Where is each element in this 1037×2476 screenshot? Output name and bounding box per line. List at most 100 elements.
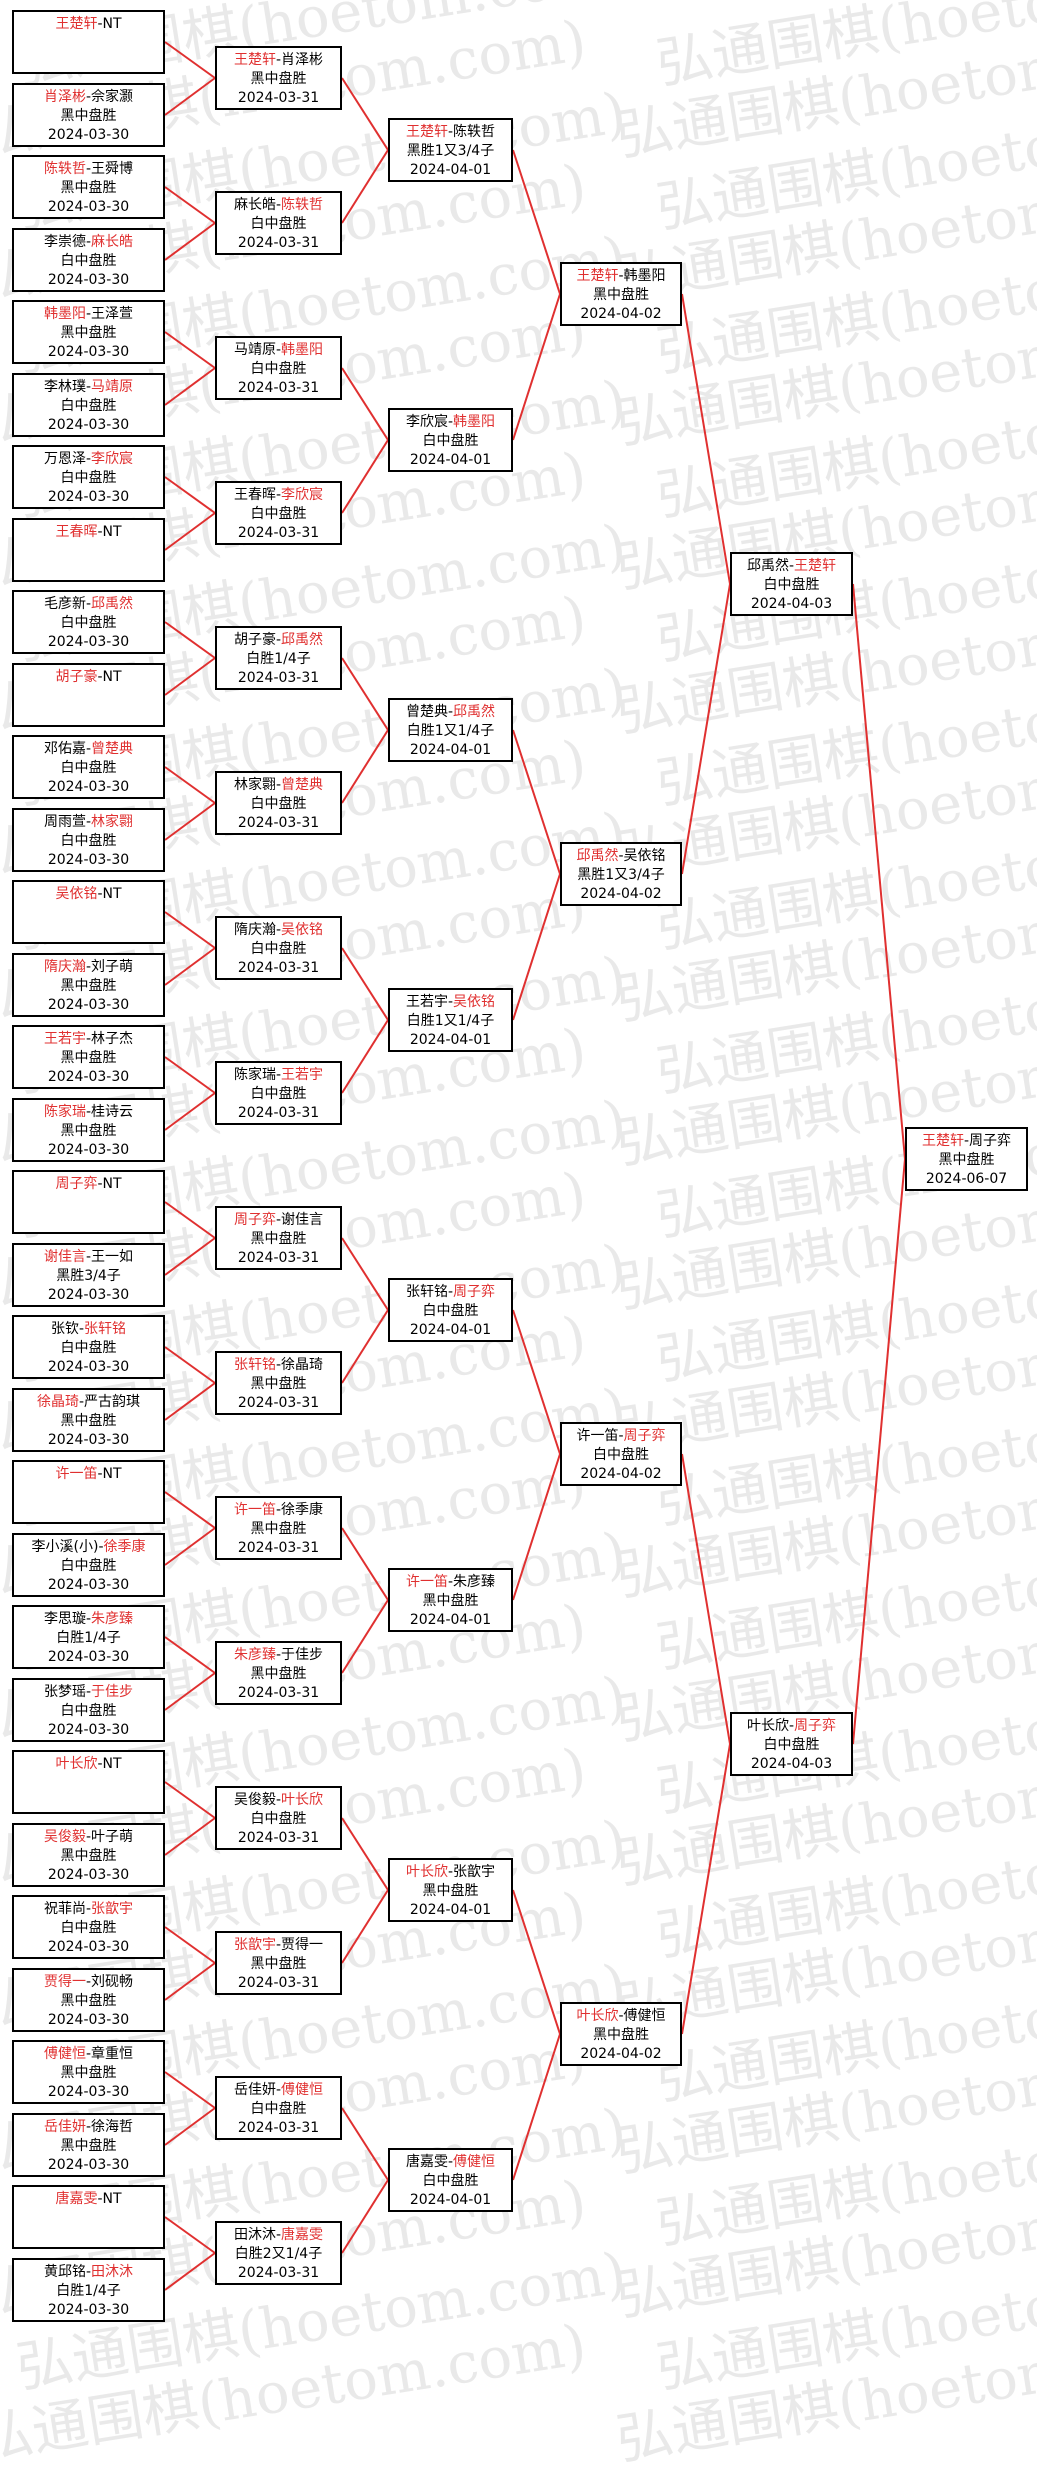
bracket-connector <box>164 331 216 369</box>
winner-name: 傅健恒 <box>281 2082 324 2098</box>
player-separator: - <box>275 1647 282 1663</box>
player-separator: - <box>85 306 92 322</box>
bracket-connector <box>164 186 216 224</box>
match-players: 毛彦新-邱禹然 <box>14 595 163 614</box>
player-name: 张钦 <box>50 1321 79 1337</box>
match-date: 2024-03-30 <box>47 489 130 505</box>
winner-name: 王楚轩 <box>233 52 276 68</box>
match-date: 2024-03-30 <box>47 1359 130 1375</box>
bracket-connector <box>681 293 731 585</box>
player-separator: - <box>618 2008 624 2024</box>
player-name: 周雨萱 <box>43 814 86 830</box>
match-date: 2024-03-30 <box>47 779 130 795</box>
bracket-connector <box>164 1672 216 1711</box>
player-separator: - <box>97 1176 103 1192</box>
bracket-connector <box>164 1926 216 1964</box>
match-players: 叶长欣-傅健恒 <box>562 2007 680 2026</box>
player-separator: - <box>97 886 103 902</box>
bracket-connector <box>341 2179 389 2254</box>
player-separator: - <box>85 2264 92 2280</box>
bracket-connector <box>512 1889 561 2035</box>
match-date: 2024-03-31 <box>237 1250 320 1266</box>
match-result: 黑中盘胜 <box>250 1231 307 1247</box>
bracket-connector <box>341 439 389 514</box>
match-date: 2024-03-30 <box>47 272 130 288</box>
player-separator: - <box>788 558 795 574</box>
player-separator: - <box>97 1756 103 1772</box>
player-name: 佘家灏 <box>91 89 134 105</box>
match-box: 王春晖-NT <box>12 518 165 582</box>
match-players: 肖泽彬-佘家灏 <box>14 88 163 107</box>
match-result: 黑中盘胜 <box>60 1848 117 1864</box>
player-name: 林家翾 <box>233 777 276 793</box>
bracket-connector <box>512 729 561 875</box>
winner-name: 邱禹然 <box>281 632 324 648</box>
match-box: 王楚轩-NT <box>12 10 165 74</box>
winner-name: 张歆宇 <box>91 1901 134 1917</box>
bracket-connector <box>164 512 216 551</box>
player-separator: - <box>85 1031 92 1047</box>
winner-name: 韩墨阳 <box>281 342 324 358</box>
player-separator: - <box>97 1466 103 1482</box>
match-players: 王楚轩-韩墨阳 <box>562 267 680 286</box>
match-players: 万恩泽-李欣宸 <box>14 450 163 469</box>
winner-name: 曾楚典 <box>91 741 134 757</box>
bracket-connector <box>341 657 389 731</box>
match-date: 2024-03-31 <box>237 1395 320 1411</box>
bracket-connector <box>164 1491 216 1529</box>
match-result: 白中盘胜 <box>60 253 117 269</box>
match-date: 2024-03-30 <box>47 634 130 650</box>
match-players: 林家翾-曾楚典 <box>217 776 340 795</box>
match-result: 黑中盘胜 <box>60 1123 117 1139</box>
match-date: 2024-04-01 <box>409 1612 492 1628</box>
winner-name: 傅健恒 <box>453 2154 496 2170</box>
player-name: NT <box>102 2191 122 2207</box>
winner-name: 邱禹然 <box>453 704 496 720</box>
bracket-connector <box>164 657 216 696</box>
player-name: 严古韵琪 <box>84 1394 141 1410</box>
player-name: 吴依铭 <box>623 848 666 864</box>
winner-name: 吴依铭 <box>55 886 98 902</box>
player-name: NT <box>102 669 122 685</box>
player-name: 李小溪(小) <box>31 1539 99 1555</box>
bracket-connector <box>341 1237 389 1311</box>
winner-name: 吴依铭 <box>281 922 324 938</box>
player-name: 桂诗云 <box>91 1104 134 1120</box>
player-name: 邱禹然 <box>746 558 789 574</box>
winner-name: 吴依铭 <box>453 994 496 1010</box>
winner-name: 肖泽彬 <box>43 89 86 105</box>
match-date: 2024-04-02 <box>580 1466 662 1482</box>
player-name: 李崇德 <box>43 234 86 250</box>
match-players: 徐晶琦-严古韵琪 <box>14 1393 163 1412</box>
bracket-connector <box>164 1962 216 2001</box>
winner-name: 朱彦臻 <box>91 1611 134 1627</box>
bracket-connector <box>681 583 731 875</box>
bracket-connector <box>512 1453 561 1601</box>
player-separator: - <box>275 1212 282 1228</box>
winner-name: 谢佳言 <box>43 1249 86 1265</box>
bracket-connector <box>164 2216 216 2254</box>
match-result: 白中盘胜 <box>593 1447 649 1463</box>
match-result: 白胜1又1/4子 <box>406 1013 495 1029</box>
winner-name: 王楚轩 <box>55 16 98 32</box>
player-separator: - <box>447 414 454 430</box>
player-separator: - <box>85 596 92 612</box>
player-name: 陈家瑞 <box>233 1067 276 1083</box>
player-name: 韩墨阳 <box>623 268 666 284</box>
winner-name: 于佳步 <box>91 1684 134 1700</box>
bracket-connector <box>512 293 561 441</box>
winner-name: 韩墨阳 <box>43 306 86 322</box>
